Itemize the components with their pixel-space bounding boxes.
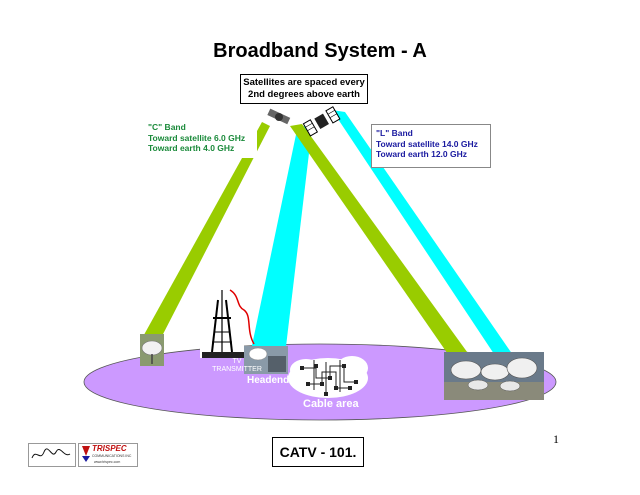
satellite-note-line1: Satellites are spaced every (243, 77, 365, 88)
l-band-beam-right (332, 110, 515, 360)
page-number: 1 (553, 432, 559, 446)
logo-box (78, 443, 138, 467)
footer-label: CATV - 101. (272, 437, 364, 467)
c-band-callout: "C" Band Toward satellite 6.0 GHz Toward… (143, 118, 257, 158)
headend-label: Headend (247, 375, 290, 386)
tv-transmitter-label: TV TRANSMITTER (195, 358, 279, 374)
headend-building-icon (244, 346, 288, 374)
satellite-icon (267, 108, 291, 125)
satellite-icon (302, 106, 341, 137)
logo-subtitle: COMMUNICATIONS INC (92, 454, 132, 458)
c-band-downlink: Toward earth 4.0 GHz (148, 143, 235, 153)
l-band-callout: "L" Band Toward satellite 14.0 GHz Towar… (371, 124, 491, 168)
transmitter-tower-icon (200, 288, 255, 358)
earth-station-icon (444, 352, 544, 400)
tv-label-line1: TV (232, 358, 242, 365)
dish-icon (140, 334, 164, 366)
c-band-uplink: Toward satellite 6.0 GHz (148, 132, 246, 143)
c-band-beam-right (290, 124, 470, 360)
satellite-note-line2: 2nd degrees above earth (248, 89, 360, 100)
logo-url: www.trispec.com (94, 460, 121, 464)
signature-scribble (31, 448, 71, 459)
cable-area-cloud (288, 356, 368, 398)
logo-name: TRISPEC (92, 444, 127, 453)
cable-area-label: Cable area (303, 398, 359, 410)
page-title: Broadband System - A (213, 40, 427, 62)
signature-box (28, 443, 76, 467)
l-band-downlink: Toward earth 12.0 GHz (376, 149, 468, 159)
trispec-logo-mark (82, 446, 90, 462)
l-band-beam-center (250, 125, 312, 355)
satellite-spacing-note: Satellites are spaced every 2nd degrees … (240, 74, 368, 104)
tv-label-line2: TRANSMITTER (212, 366, 262, 373)
c-band-beam-left (140, 122, 270, 342)
l-band-uplink: Toward satellite 14.0 GHz (376, 138, 478, 149)
l-band-heading: "L" Band (376, 128, 413, 138)
c-band-heading: "C" Band (148, 122, 186, 132)
